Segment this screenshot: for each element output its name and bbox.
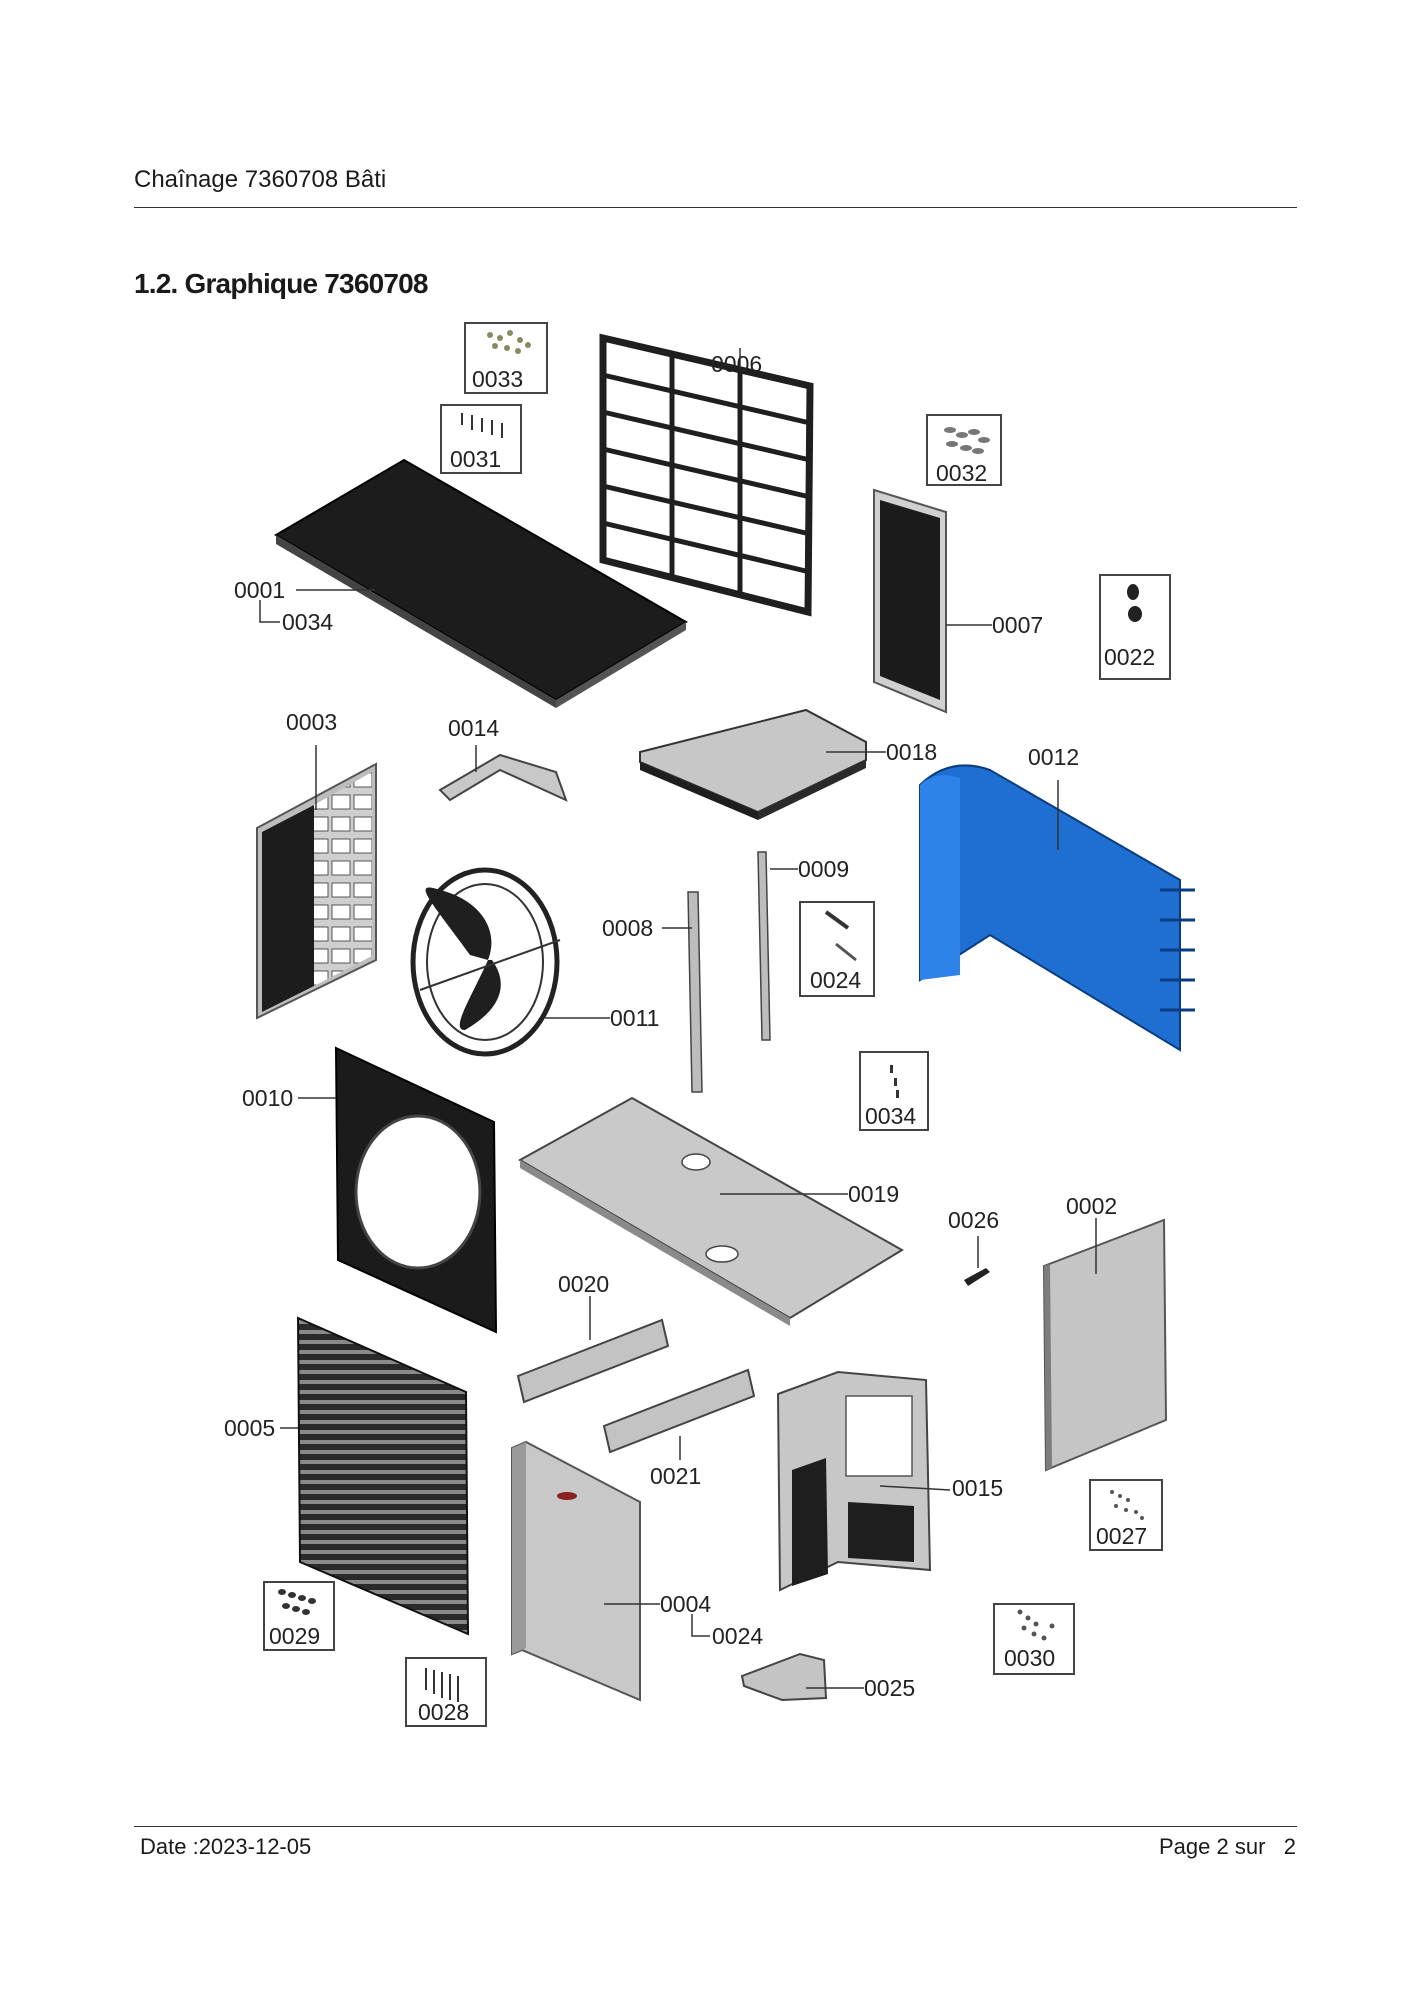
part-label-0033: 0033 [472, 366, 523, 392]
part-0032-hardware-box: 0032 [926, 414, 1002, 486]
part-0003-side-grille: 0003 [256, 709, 377, 1020]
part-label-0015: 0015 [952, 1475, 1003, 1501]
part-label-0001: 0001 [234, 577, 285, 603]
part-0001-top-panel: 0001 0034 [234, 458, 688, 708]
part-label-0005: 0005 [224, 1415, 275, 1441]
page-header-title: Chaînage 7360708 Bâti [134, 166, 387, 193]
part-label-0012: 0012 [1028, 744, 1079, 770]
part-0014-bracket: 0014 [438, 715, 568, 802]
part-label-0021: 0021 [650, 1463, 701, 1489]
part-0029-hardware-box: 0029 [263, 1581, 335, 1651]
part-0019-base-tray: 0019 [517, 1096, 904, 1326]
part-label-0002: 0002 [1066, 1193, 1117, 1219]
part-label-0022: 0022 [1104, 644, 1155, 670]
part-label-0024: 0024 [810, 967, 861, 993]
part-0020-support-rail: 0020 [516, 1271, 670, 1404]
part-0002-side-panel: 0002 [1042, 1193, 1168, 1472]
part-label-0027: 0027 [1096, 1523, 1147, 1549]
page-prefix: Page [1158, 1834, 1211, 1859]
part-0004-front-panel: 0004 0024 [511, 1440, 763, 1702]
footer-page-number: Page 2 sur 2 [1159, 1834, 1296, 1860]
part-label-0014: 0014 [448, 715, 499, 741]
part-label-0018: 0018 [886, 739, 937, 765]
part-label-0010: 0010 [242, 1085, 293, 1111]
part-0034-hardware-box: 0034 [859, 1051, 929, 1131]
part-0021-support-rail: 0021 [602, 1368, 756, 1489]
part-0027-hardware-box: 0027 [1089, 1479, 1163, 1551]
part-0011-fan: 0011 [410, 867, 659, 1057]
part-0022-hardware-box: 0022 [1099, 574, 1171, 680]
part-0024-hardware-box: 0024 [799, 901, 875, 997]
part-label-0019: 0019 [848, 1181, 899, 1207]
part-0012-coil: 0012 [919, 744, 1195, 1052]
part-0009-rail: 0009 [757, 851, 849, 1041]
part-0031-hardware-box: 0031 [440, 404, 522, 474]
part-0015-partition: 0015 [776, 1370, 1003, 1592]
footer-date: Date :2023-12-05 [140, 1834, 312, 1859]
part-label-0031: 0031 [450, 446, 501, 472]
part-0007-side-panel: 0007 [873, 488, 1043, 714]
part-0018-base-plate: 0018 [639, 708, 937, 820]
part-0010-fan-shroud: 0010 [242, 1046, 498, 1334]
part-label-0029: 0029 [269, 1623, 320, 1649]
part-label-0011: 0011 [610, 1005, 659, 1031]
part-label-0020: 0020 [558, 1271, 609, 1297]
footer-divider [134, 1826, 1297, 1827]
part-label-0007: 0007 [992, 612, 1043, 638]
part-label-0003: 0003 [286, 709, 337, 735]
part-0025-bracket: 0025 [740, 1652, 915, 1702]
part-label-0026: 0026 [948, 1207, 999, 1233]
part-0026-clip: 0026 [948, 1207, 999, 1286]
part-0033-hardware-box: 0033 [464, 322, 548, 394]
part-0006-frame: 0006 [599, 333, 814, 617]
part-label-0006: 0006 [711, 351, 762, 377]
header-divider [134, 207, 1297, 208]
page-total: 2 [1283, 1834, 1296, 1859]
part-label-0030: 0030 [1004, 1645, 1055, 1671]
part-label-0004-sub-0024: 0024 [712, 1623, 763, 1649]
section-title: 1.2. Graphique 7360708 [134, 268, 428, 299]
part-label-0025: 0025 [864, 1675, 915, 1701]
part-0030-hardware-box: 0030 [993, 1603, 1075, 1675]
part-label-0008: 0008 [602, 915, 653, 941]
part-label-0009: 0009 [798, 856, 849, 882]
part-0028-hardware-box: 0028 [405, 1657, 487, 1727]
part-label-0004: 0004 [660, 1591, 711, 1617]
part-label-0001-sub-0034: 0034 [282, 609, 333, 635]
part-label-0032: 0032 [936, 460, 987, 486]
page-of: sur [1234, 1834, 1266, 1859]
part-label-0028: 0028 [418, 1699, 469, 1725]
part-0008-rail: 0008 [602, 891, 703, 1093]
part-label-0034: 0034 [865, 1103, 916, 1129]
part-0005-front-grille: 0005 [224, 1316, 470, 1636]
page-current: 2 [1216, 1834, 1229, 1859]
